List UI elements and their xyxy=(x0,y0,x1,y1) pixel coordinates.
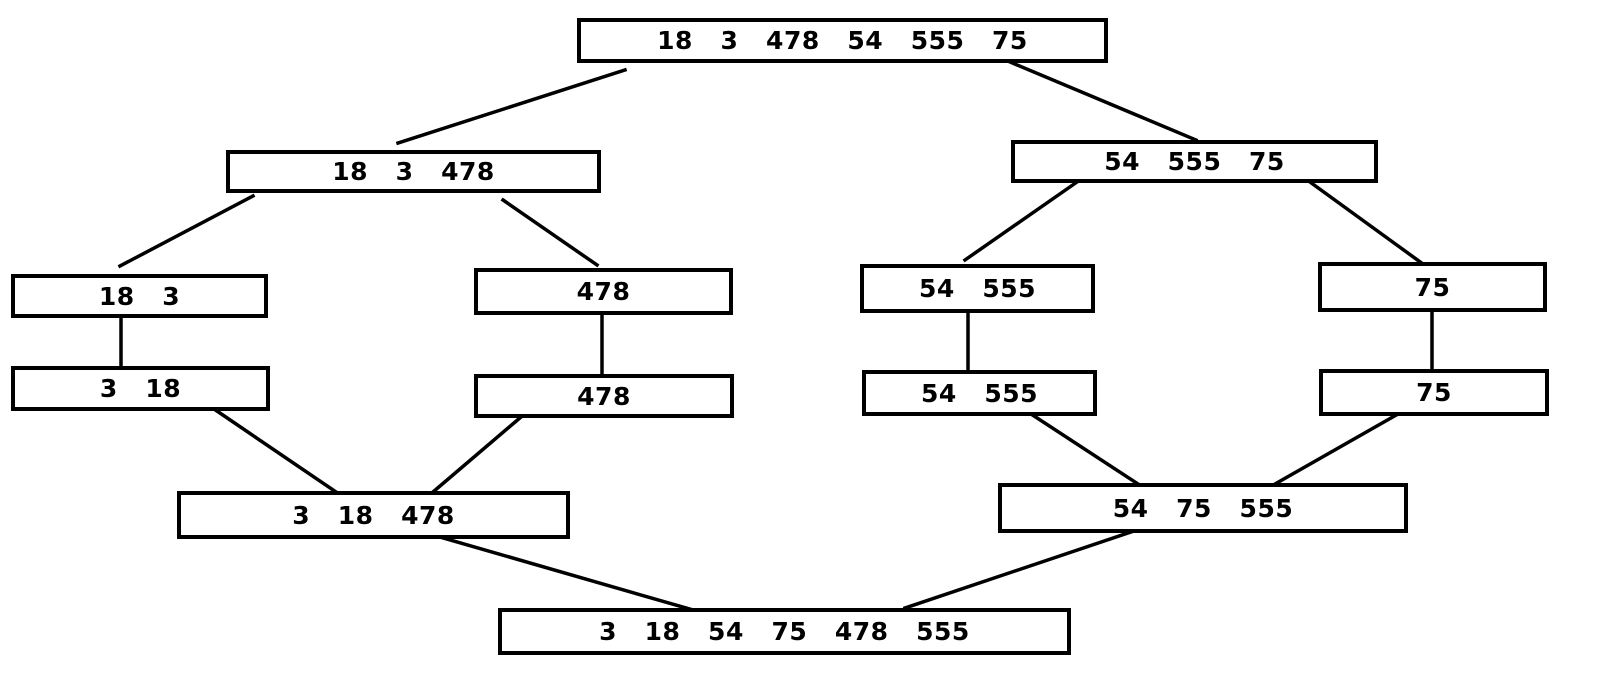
node-left-split: 18 3 478 xyxy=(226,150,601,193)
node-right-right-sorted: 75 xyxy=(1319,369,1549,416)
node-right-left: 54 555 xyxy=(860,264,1095,313)
node-left-right-sorted: 478 xyxy=(474,374,734,418)
node-right-split-label: 54 555 75 xyxy=(1104,147,1285,176)
node-left-left: 18 3 xyxy=(11,274,268,318)
node-left-left-sorted-label: 3 18 xyxy=(99,374,182,403)
node-right-left-sorted: 54 555 xyxy=(862,370,1097,416)
edge-right-rightright xyxy=(1307,179,1426,267)
node-right-left-label: 54 555 xyxy=(918,274,1037,303)
edge-rightmerged-final xyxy=(902,528,1137,611)
node-right-right: 75 xyxy=(1318,262,1547,312)
node-left-right-sorted-label: 478 xyxy=(577,381,631,411)
node-left-left-label: 18 3 xyxy=(98,281,181,311)
node-right-right-sorted-label: 75 xyxy=(1416,378,1452,407)
edge-leftright-merge xyxy=(430,414,524,495)
edge-left-leftright xyxy=(500,197,600,268)
edge-root-right xyxy=(1007,59,1199,143)
node-right-merged: 54 75 555 xyxy=(998,483,1408,533)
node-right-split: 54 555 75 xyxy=(1011,140,1378,183)
edge-leftmerged-final xyxy=(437,534,696,613)
node-right-merged-label: 54 75 555 xyxy=(1112,493,1294,523)
node-left-right-label: 478 xyxy=(576,277,631,306)
edge-leftleft-merge xyxy=(211,406,339,495)
node-root: 18 3 478 54 555 75 xyxy=(577,18,1108,63)
edge-right-rightleft xyxy=(962,179,1080,263)
node-left-left-sorted: 3 18 xyxy=(11,366,270,411)
edge-root-left xyxy=(395,67,628,146)
node-left-merged-label: 3 18 478 xyxy=(292,500,455,530)
node-left-split-label: 18 3 478 xyxy=(332,157,495,186)
node-left-merged: 3 18 478 xyxy=(177,491,570,539)
node-right-left-sorted-label: 54 555 xyxy=(920,378,1039,408)
edge-rightright-merge xyxy=(1272,411,1401,487)
edge-rightleft-merge xyxy=(1028,411,1141,487)
node-root-label: 18 3 478 54 555 75 xyxy=(657,26,1028,55)
edge-left-leftleft xyxy=(117,193,256,269)
node-right-right-label: 75 xyxy=(1414,272,1451,302)
node-final-label: 3 18 54 75 478 555 xyxy=(599,617,970,646)
node-left-right: 478 xyxy=(474,268,733,315)
node-final: 3 18 54 75 478 555 xyxy=(498,608,1071,655)
